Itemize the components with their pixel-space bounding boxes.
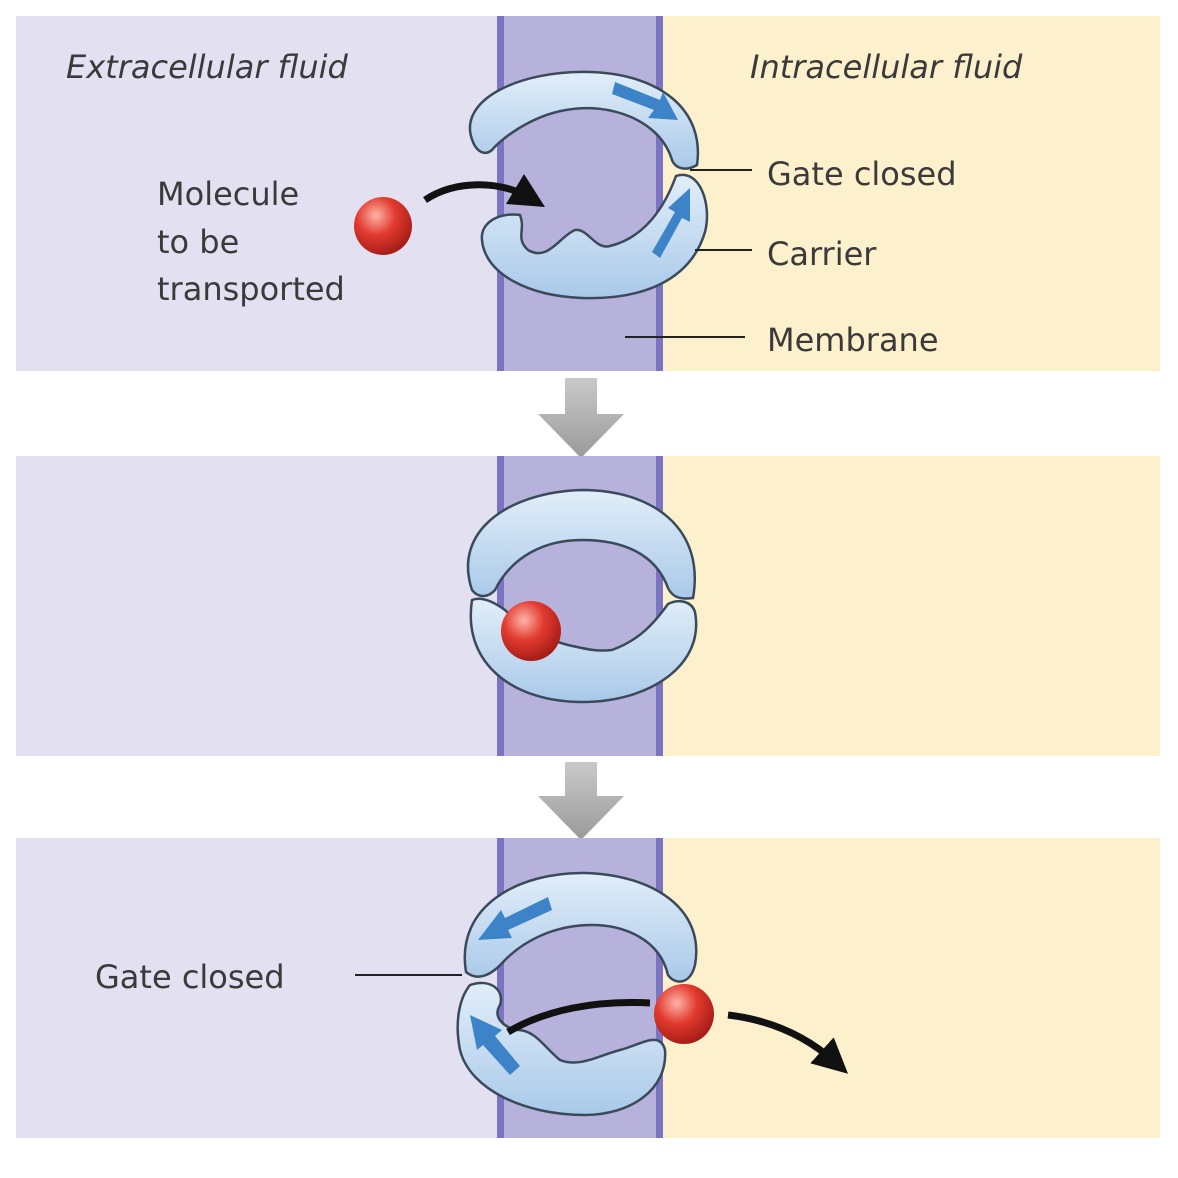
molecule — [354, 197, 412, 255]
carrier-upper-subunit — [463, 871, 698, 983]
panel-2 — [16, 456, 1160, 756]
membrane-edge-left — [497, 838, 504, 1138]
carrier-label: Carrier — [767, 235, 877, 273]
molecule-entry-arrow — [423, 173, 546, 207]
extracellular-region — [16, 456, 500, 756]
extracellular-region — [16, 16, 500, 371]
molecule-label-line-1: Molecule — [157, 175, 299, 213]
molecule-exit-arrow — [727, 1011, 849, 1074]
carrier-motion-arrow-icon — [470, 1015, 520, 1075]
carrier-motion-arrow-icon — [652, 188, 690, 258]
membrane-edge-right — [656, 16, 663, 371]
intracellular-label: Intracellular fluid — [750, 48, 1023, 86]
step-arrow-1-icon — [538, 378, 624, 458]
carrier-lower-subunit — [456, 981, 667, 1117]
gate-closed-label-top: Gate closed — [767, 155, 957, 193]
intracellular-region — [660, 456, 1160, 756]
membrane-label: Membrane — [767, 321, 939, 359]
molecule — [501, 601, 561, 661]
membrane-edge-right — [656, 456, 663, 756]
panel-1: Extracellular fluid Intracellular fluid … — [16, 16, 1160, 371]
intracellular-region — [660, 838, 1160, 1138]
carrier-motion-arrow-icon — [478, 897, 552, 940]
extracellular-region — [16, 838, 500, 1138]
intracellular-region — [660, 16, 1160, 371]
molecule-exit-path — [506, 999, 651, 1036]
carrier-motion-arrow-icon — [612, 82, 678, 120]
carrier-upper-subunit — [466, 488, 696, 600]
step-arrow-2-icon — [538, 762, 624, 840]
molecule-label-line-3: transported — [157, 270, 345, 308]
molecule — [654, 984, 714, 1044]
panel-3: Gate closed — [16, 838, 1160, 1138]
molecule-label-line-2: to be — [157, 223, 239, 261]
gate-closed-label-bottom: Gate closed — [95, 958, 285, 996]
membrane-edge-left — [497, 16, 504, 371]
extracellular-label: Extracellular fluid — [66, 48, 348, 86]
carrier-lower-subunit — [480, 173, 709, 300]
membrane-edge-right — [656, 838, 663, 1138]
